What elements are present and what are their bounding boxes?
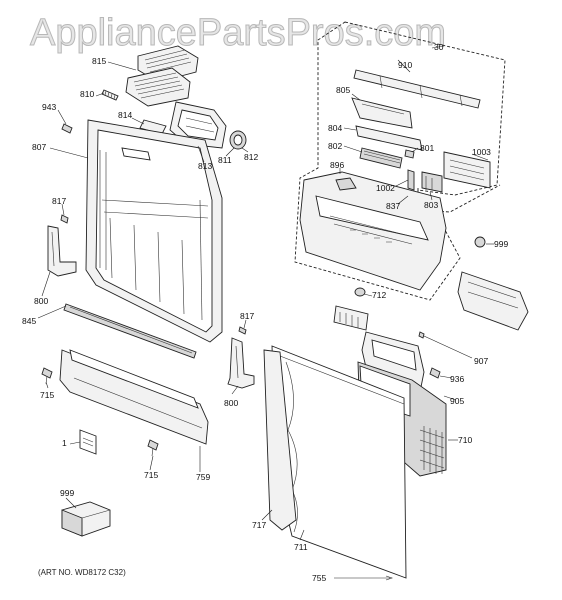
part-807-inner-door [85,119,223,343]
label-711: 711 [294,542,308,552]
label-813: 813 [198,161,212,171]
label-1002: 1002 [376,183,395,193]
label-30: 30 [434,42,444,52]
part-817-screw-right [238,326,247,335]
label-717: 717 [252,520,266,530]
label-800-left: 800 [34,296,48,306]
part-805-bracket [351,97,413,129]
part-712-button [354,287,366,297]
label-845: 845 [22,316,36,326]
part-811-vent-knob [229,130,247,150]
label-712: 712 [372,290,386,300]
part-1-literature [79,429,97,455]
label-805: 805 [336,85,350,95]
part-803-module [421,171,443,193]
label-910: 910 [398,60,412,70]
part-number-labels: 815 810 943 814 807 813 811 812 817 800 … [22,42,508,583]
label-802: 802 [328,141,342,151]
label-1003: 1003 [472,147,491,157]
part-801-clip [404,149,415,159]
part-845-door-gasket-strip [63,303,197,359]
part-keypad-strip [333,305,369,331]
art-number-caption: (ART NO. WD8172 C32) [38,568,126,577]
label-837: 837 [386,201,400,211]
label-801: 801 [420,143,434,153]
label-755: 755 [312,573,326,583]
part-810-spring [101,89,119,101]
label-804: 804 [328,123,342,133]
part-999-knob-right [474,236,486,248]
part-999-packaging-box [61,501,111,537]
label-907: 907 [474,356,488,366]
part-815-vent-grille [125,45,199,107]
label-814: 814 [118,110,132,120]
label-715-left: 715 [40,390,54,400]
label-936: 936 [450,374,464,384]
label-810: 810 [80,89,94,99]
watermark-text: AppliancePartsPros.com [29,12,447,55]
part-800-hinge-left [47,225,77,277]
label-999-box: 999 [60,488,74,498]
label-817-left: 817 [52,196,66,206]
part-910-bracket [353,69,481,109]
label-807: 807 [32,142,46,152]
part-side-trim [457,271,529,331]
leader-lines [37,45,494,581]
part-896-control-panel [299,171,447,291]
part-943-screw [61,123,73,134]
part-1002-connector [407,169,415,191]
part-715-screw-b [147,439,159,457]
label-800-right: 800 [224,398,238,408]
part-804-bracket [355,125,423,151]
label-817-right: 817 [240,311,254,321]
label-715-bottom: 715 [144,470,158,480]
label-759: 759 [196,472,210,482]
label-811: 811 [218,155,232,165]
label-1: 1 [62,438,67,448]
label-896: 896 [330,160,344,170]
part-759-bottom-trim [59,349,209,445]
label-803: 803 [424,200,438,210]
part-813-vent-housing [169,101,227,149]
part-907-screw [418,331,425,339]
part-715-screw-a [41,367,53,385]
part-1003-control-board [443,151,491,189]
label-812: 812 [244,152,258,162]
part-800-hinge-right [227,337,255,389]
part-711-outer-door-panel [263,345,407,579]
part-817-screw-left [60,214,69,224]
label-710: 710 [458,435,472,445]
label-815: 815 [92,56,106,66]
part-936-screw [429,367,441,379]
label-905: 905 [450,396,464,406]
label-943: 943 [42,102,56,112]
label-999-knob: 999 [494,239,508,249]
part-802-ribbon [359,147,403,169]
